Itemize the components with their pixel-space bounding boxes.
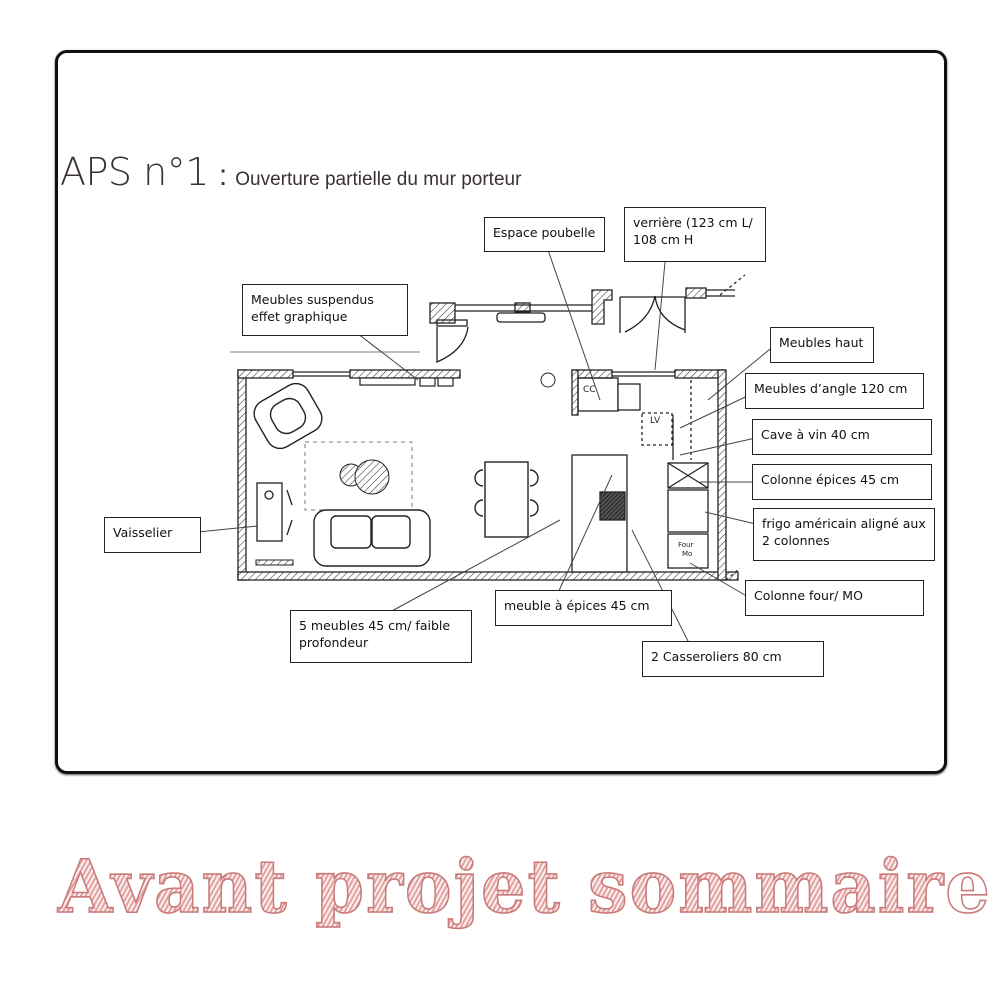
label-casseroliers: 2 Casseroliers 80 cm [642, 641, 824, 677]
label-colonne-epices: Colonne épices 45 cm [752, 464, 932, 500]
mo-mark: Mo [682, 550, 692, 558]
label-meubles-suspendus: Meubles suspendus effet graphique [242, 284, 408, 336]
leader-lines [167, 249, 776, 646]
armchair [253, 382, 323, 450]
dining-table [474, 461, 539, 538]
title-main: APS n°1 [60, 150, 209, 194]
label-meubles-angle: Meubles d’angle 120 cm [745, 373, 924, 409]
title-subtitle: Ouverture partielle du mur porteur [235, 169, 522, 190]
coffee-table-large [354, 459, 390, 495]
rug [304, 441, 413, 511]
label-cinq-meubles: 5 meubles 45 cm/ faible profondeur [290, 610, 472, 663]
suspended-furniture [359, 377, 454, 387]
label-frigo: frigo américain aligné aux 2 colonnes [753, 508, 935, 561]
label-cave-vin: Cave à vin 40 cm [752, 419, 932, 455]
footer-title: Avant projet sommaire [57, 842, 992, 931]
title-colon: : [218, 159, 228, 192]
page-title: APS n°1: Ouverture partielle du mur porte… [60, 150, 521, 194]
vaisselier-furniture [256, 482, 293, 542]
cc-mark: CC [583, 385, 596, 395]
label-espace-poubelle: Espace poubelle [484, 217, 605, 252]
label-meubles-haut: Meubles haut [770, 327, 874, 363]
label-meuble-epices: meuble à épices 45 cm [495, 590, 672, 626]
sofa [313, 509, 431, 567]
upper-wall [230, 274, 746, 363]
kitchen [571, 377, 709, 573]
four-mark: Four [678, 541, 693, 549]
radiator [255, 559, 294, 566]
label-vaisselier: Vaisselier [104, 517, 201, 553]
column-symbol [540, 372, 556, 388]
label-verriere: verrière (123 cm L/ 108 cm H [624, 207, 766, 262]
walls [237, 369, 739, 581]
label-colonne-four: Colonne four/ MO [745, 580, 924, 616]
lv-mark: LV [650, 416, 661, 426]
